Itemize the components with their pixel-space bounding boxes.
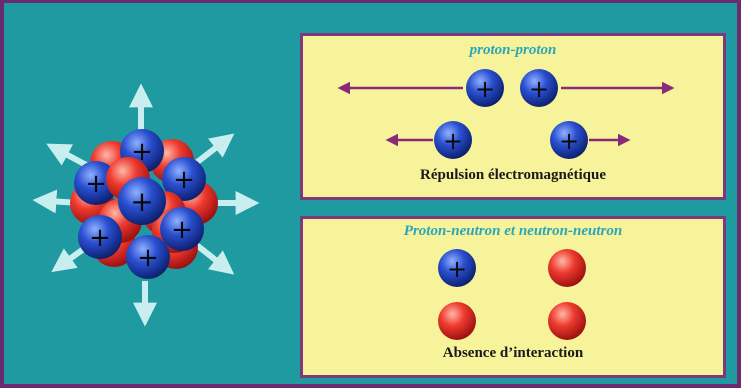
- neutron: [548, 302, 586, 340]
- proton-plus: +: [171, 215, 193, 245]
- proton: +: [126, 235, 170, 279]
- proton: +: [74, 161, 118, 205]
- proton-neutron-panel: Proton-neutron et neutron-neutron +: [300, 216, 726, 378]
- proton: +: [466, 69, 504, 107]
- panel-title: Proton-neutron et neutron-neutron: [403, 223, 623, 239]
- neutron: [438, 302, 476, 340]
- proton-repulsion-diagram: + + + +: [337, 69, 675, 159]
- proton-plus: +: [173, 165, 195, 195]
- proton-plus: +: [85, 169, 107, 199]
- nucleus-illustration: + + + + +: [32, 83, 260, 327]
- proton: +: [550, 121, 588, 159]
- arrow-upper-right-icon: [194, 133, 235, 166]
- arrow-lower-right-icon: [192, 240, 235, 275]
- proton-plus: +: [137, 243, 159, 273]
- panel-title: proton-proton: [469, 42, 557, 58]
- proton: +: [438, 249, 476, 287]
- no-interaction-diagram: +: [438, 249, 586, 340]
- proton-plus: +: [475, 75, 495, 103]
- proton-front: +: [118, 177, 166, 225]
- proton-plus: +: [529, 75, 549, 103]
- proton-plus: +: [559, 127, 579, 155]
- nucleus-cluster: + + + + +: [70, 129, 218, 279]
- proton: +: [520, 69, 558, 107]
- panel-caption: Absence d’interaction: [442, 345, 584, 361]
- panel-caption: Répulsion électromagnétique: [420, 167, 606, 183]
- proton-plus: +: [447, 255, 467, 283]
- proton: +: [160, 207, 204, 251]
- proton: +: [162, 157, 206, 201]
- proton-plus: +: [89, 223, 111, 253]
- proton: +: [78, 215, 122, 259]
- proton: +: [434, 121, 472, 159]
- proton-plus: +: [130, 185, 153, 218]
- proton-plus: +: [443, 127, 463, 155]
- proton-proton-panel: proton-proton + +: [300, 33, 726, 200]
- neutron: [548, 249, 586, 287]
